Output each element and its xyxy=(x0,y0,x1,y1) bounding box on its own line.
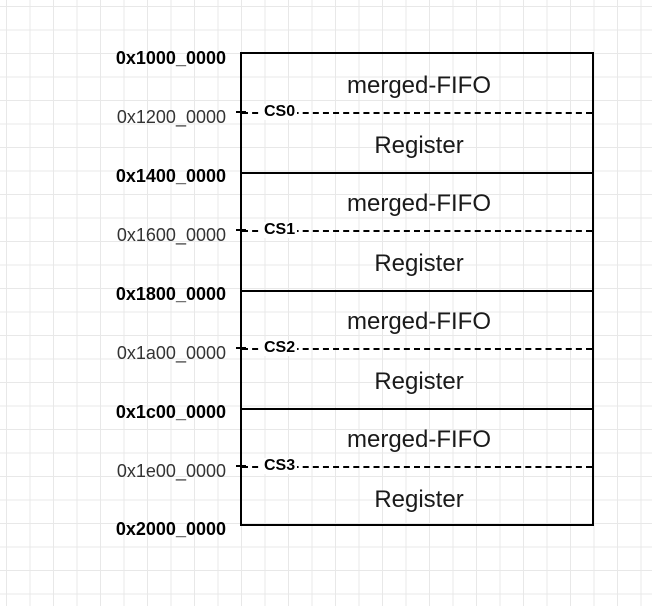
memory-block-cs3: merged-FIFO Register xyxy=(242,408,592,524)
merged-fifo-label: merged-FIFO xyxy=(346,308,492,335)
register-label: Register xyxy=(374,132,464,159)
address-label: 0x1e00_0000 xyxy=(116,461,226,481)
address-label: 0x1000_0000 xyxy=(115,48,226,68)
address-label: 0x1600_0000 xyxy=(116,225,226,245)
memory-block-cs0: merged-FIFO Register xyxy=(242,54,592,174)
chip-select-tick xyxy=(236,465,246,467)
chip-select-label: CS2 xyxy=(262,339,298,356)
chip-select-divider xyxy=(242,348,592,350)
address-label: 0x2000_0000 xyxy=(115,519,226,539)
address-label: 0x1c00_0000 xyxy=(115,402,226,422)
address-label: 0x1400_0000 xyxy=(115,166,226,186)
chip-select-divider xyxy=(242,466,592,468)
chip-select-label: CS0 xyxy=(262,103,298,120)
address-label: 0x1200_0000 xyxy=(116,107,226,127)
chip-select-divider xyxy=(242,112,592,114)
chip-select-label: CS1 xyxy=(262,221,298,238)
merged-fifo-label: merged-FIFO xyxy=(346,190,492,217)
chip-select-tick xyxy=(236,347,246,349)
memory-block-cs1: merged-FIFO Register xyxy=(242,172,592,292)
address-label: 0x1a00_0000 xyxy=(116,343,226,363)
merged-fifo-label: merged-FIFO xyxy=(346,426,492,453)
memory-block-cs2: merged-FIFO Register xyxy=(242,290,592,410)
address-label: 0x1800_0000 xyxy=(115,284,226,304)
chip-select-tick xyxy=(236,229,246,231)
chip-select-divider xyxy=(242,230,592,232)
register-label: Register xyxy=(374,368,464,395)
memory-map: merged-FIFO Register merged-FIFO Registe… xyxy=(240,52,594,526)
register-label: Register xyxy=(374,250,464,277)
register-label: Register xyxy=(374,486,464,513)
chip-select-label: CS3 xyxy=(262,457,298,474)
merged-fifo-label: merged-FIFO xyxy=(346,72,492,99)
chip-select-tick xyxy=(236,111,246,113)
